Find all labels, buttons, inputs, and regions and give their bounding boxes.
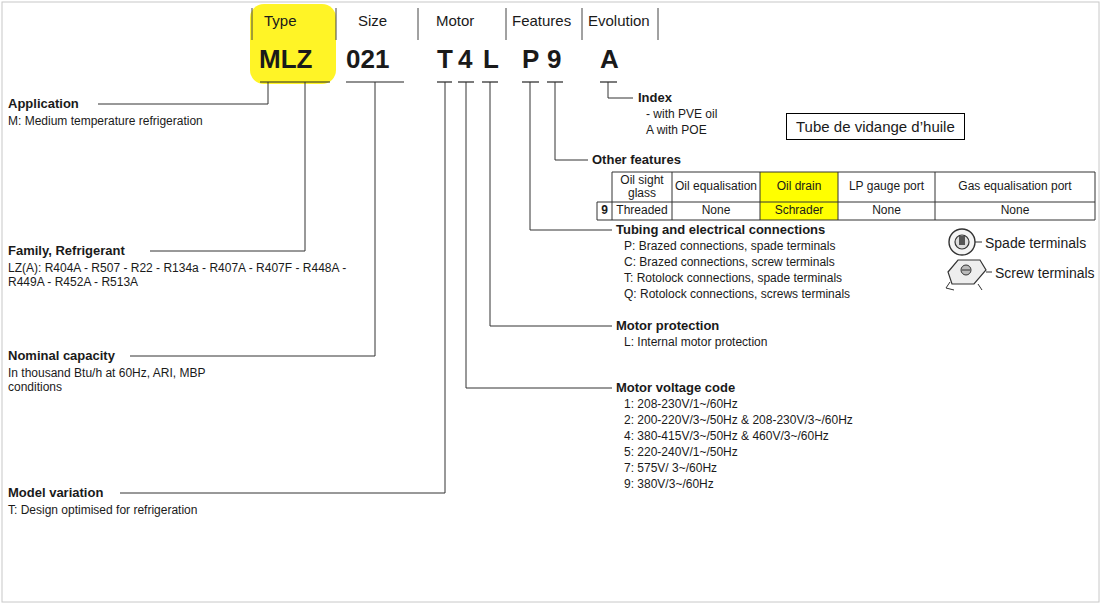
field-description: - with PVE oil — [646, 107, 717, 121]
table-cell: None — [672, 202, 760, 220]
field-title: Tubing and electrical connections — [616, 222, 825, 238]
table-header: Gas equalisation port — [935, 172, 1095, 202]
features-table — [597, 172, 1095, 220]
field-description: T: Design optimised for refrigeration — [8, 503, 197, 517]
field-title: Application — [8, 96, 79, 112]
table-cell: None — [935, 202, 1095, 220]
field-header: Type — [264, 12, 297, 30]
annotation-box: Tube de vidange d’huile — [786, 113, 965, 140]
table-cell: Threaded — [612, 202, 672, 220]
leader-lines — [98, 82, 633, 493]
field-title: Motor protection — [616, 318, 719, 334]
header-separators — [252, 8, 658, 40]
icon-caption: Screw terminals — [995, 265, 1095, 282]
field-header: Size — [358, 12, 387, 30]
field-description: Q: Rotolock connections, screws terminal… — [624, 287, 850, 301]
table-cell: 9 — [597, 202, 612, 220]
field-description: A with POE — [646, 123, 707, 137]
field-description: 5: 220-240V/1~/50Hz — [624, 445, 738, 459]
field-title: Other features — [592, 152, 681, 168]
spade-terminal-icon — [949, 229, 982, 255]
code-underlines — [260, 81, 617, 82]
code-letter: A — [600, 44, 619, 75]
table-cell: None — [838, 202, 935, 220]
field-title: Family, Refrigerant — [8, 243, 125, 259]
field-header: Features — [512, 12, 571, 30]
field-title: Nominal capacity — [8, 348, 115, 364]
field-title: Motor voltage code — [616, 380, 735, 396]
field-header: Motor — [436, 12, 474, 30]
field-description: In thousand Btu/h at 60Hz, ARI, MBP cond… — [8, 366, 208, 395]
highlight — [250, 4, 336, 84]
screw-terminal-icon — [946, 260, 992, 290]
table-header: Oil drain — [760, 172, 838, 202]
code-letter: L — [483, 44, 499, 75]
field-title: Index — [638, 90, 672, 106]
icon-caption: Spade terminals — [985, 235, 1086, 252]
field-description: L: Internal motor protection — [624, 335, 767, 349]
field-description: LZ(A): R404A - R507 - R22 - R134a - R407… — [8, 261, 380, 290]
table-cell: Schrader — [760, 202, 838, 220]
field-description: T: Rotolock connections, spade terminals — [624, 271, 842, 285]
code-letter: P — [522, 44, 539, 75]
field-description: P: Brazed connections, spade terminals — [624, 239, 835, 253]
code-letters: MLZ — [259, 44, 312, 75]
field-description: M: Medium temperature refrigeration — [8, 114, 203, 128]
field-description: 1: 208-230V/1~/60Hz — [624, 397, 738, 411]
field-header: Evolution — [588, 12, 650, 30]
table-header: Oil equalisation — [672, 172, 760, 202]
table-header: LP gauge port — [838, 172, 935, 202]
field-description: C: Brazed connections, screw terminals — [624, 255, 835, 269]
code-digit: 4 — [458, 44, 472, 75]
code-digit: 9 — [547, 44, 561, 75]
code-digits: 021 — [346, 44, 389, 75]
table-header: Oil sight glass — [612, 172, 672, 202]
annotation-text: Tube de vidange d’huile — [796, 118, 955, 135]
field-description: 9: 380V/3~/60Hz — [624, 477, 714, 491]
highlight — [760, 172, 838, 220]
field-title: Model variation — [8, 485, 103, 501]
field-description: 4: 380-415V/3~/50Hz & 460V/3~/60Hz — [624, 429, 829, 443]
field-description: 2: 200-220V/3~/50Hz & 208-230V/3~/60Hz — [624, 413, 853, 427]
field-description: 7: 575V/ 3~/60Hz — [624, 461, 717, 475]
code-letter: T — [437, 44, 453, 75]
